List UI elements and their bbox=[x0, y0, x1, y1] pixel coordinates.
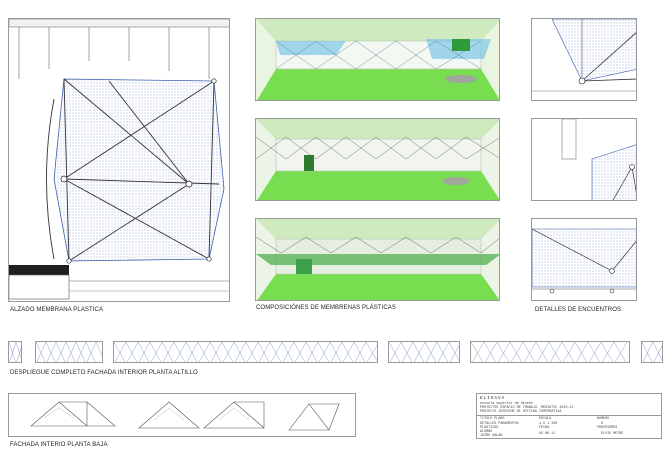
detalle-encuentro-3 bbox=[531, 218, 637, 301]
title-block-number-value: 8 bbox=[601, 422, 604, 426]
title-block-scale-value: 1.5 1.100 bbox=[539, 422, 558, 426]
composicion-render-2 bbox=[255, 118, 500, 201]
despliegue-strip-6 bbox=[641, 341, 663, 363]
alzado-label: ALZADO MEMBRANA PLASTICA bbox=[10, 307, 104, 313]
title-block-date-header: FECHA bbox=[539, 426, 550, 430]
title-block-school: ELISAVA bbox=[480, 396, 505, 401]
title-block-plan-title-header: TITULO PLANO bbox=[480, 417, 505, 421]
composicion-render-3 bbox=[255, 218, 500, 301]
title-block-professor-header: PROFESORES bbox=[597, 426, 618, 430]
alzado-membrana-panel bbox=[8, 18, 230, 302]
composiciones-label: COMPOSICIÓNES DE MEMBRENAS PLÁSTICAS bbox=[256, 305, 396, 311]
despliegue-strip-4 bbox=[388, 341, 460, 363]
fachada-planta-baja-panel bbox=[8, 393, 356, 437]
title-block-date-value: 02.06.11 bbox=[539, 432, 556, 436]
title-block-student-value: JAIRO GALAN bbox=[480, 434, 503, 438]
alzado-membrana-drawing bbox=[9, 19, 229, 300]
despliegue-label: DESPLIEGUE COMPLETO FACHADA INTERIOR PLA… bbox=[10, 370, 198, 376]
fachada-label: FACHADA INTERIO PLANTA BAJA bbox=[10, 442, 108, 448]
detalles-label: DETALLES DE ENCUENTROS bbox=[535, 307, 622, 313]
composicion-render-1 bbox=[255, 18, 500, 101]
detalle-encuentro-1 bbox=[531, 18, 637, 101]
title-block-professor-value: ELVIO MEIRE bbox=[601, 432, 624, 436]
title-block-subtitle-3: PROYECTO INTERIOR DE OFICINA CORPORATIVA bbox=[480, 410, 562, 414]
title-block-plan-title-value: DETALLES PARAMENTOS PLASTICAS bbox=[480, 422, 519, 430]
title-block: ELISAVA escuela superior de diseño PROYE… bbox=[476, 393, 662, 439]
despliegue-strip-3 bbox=[113, 341, 378, 363]
title-block-subtitle-2: PROYECTOS ESPACIO DE TRABAJO. MEDIATIC 2… bbox=[480, 406, 574, 410]
title-block-number-header: NUMERO bbox=[597, 417, 610, 421]
despliegue-strip-2 bbox=[35, 341, 103, 363]
title-block-scale-header: ESCALA bbox=[539, 417, 552, 421]
title-block-subtitle-1: escuela superior de diseño bbox=[480, 402, 533, 406]
despliegue-strip-5 bbox=[470, 341, 630, 363]
detalle-encuentro-2 bbox=[531, 118, 637, 201]
despliegue-strip-1 bbox=[8, 341, 22, 363]
title-block-student-header: ALUMNO bbox=[480, 430, 493, 434]
